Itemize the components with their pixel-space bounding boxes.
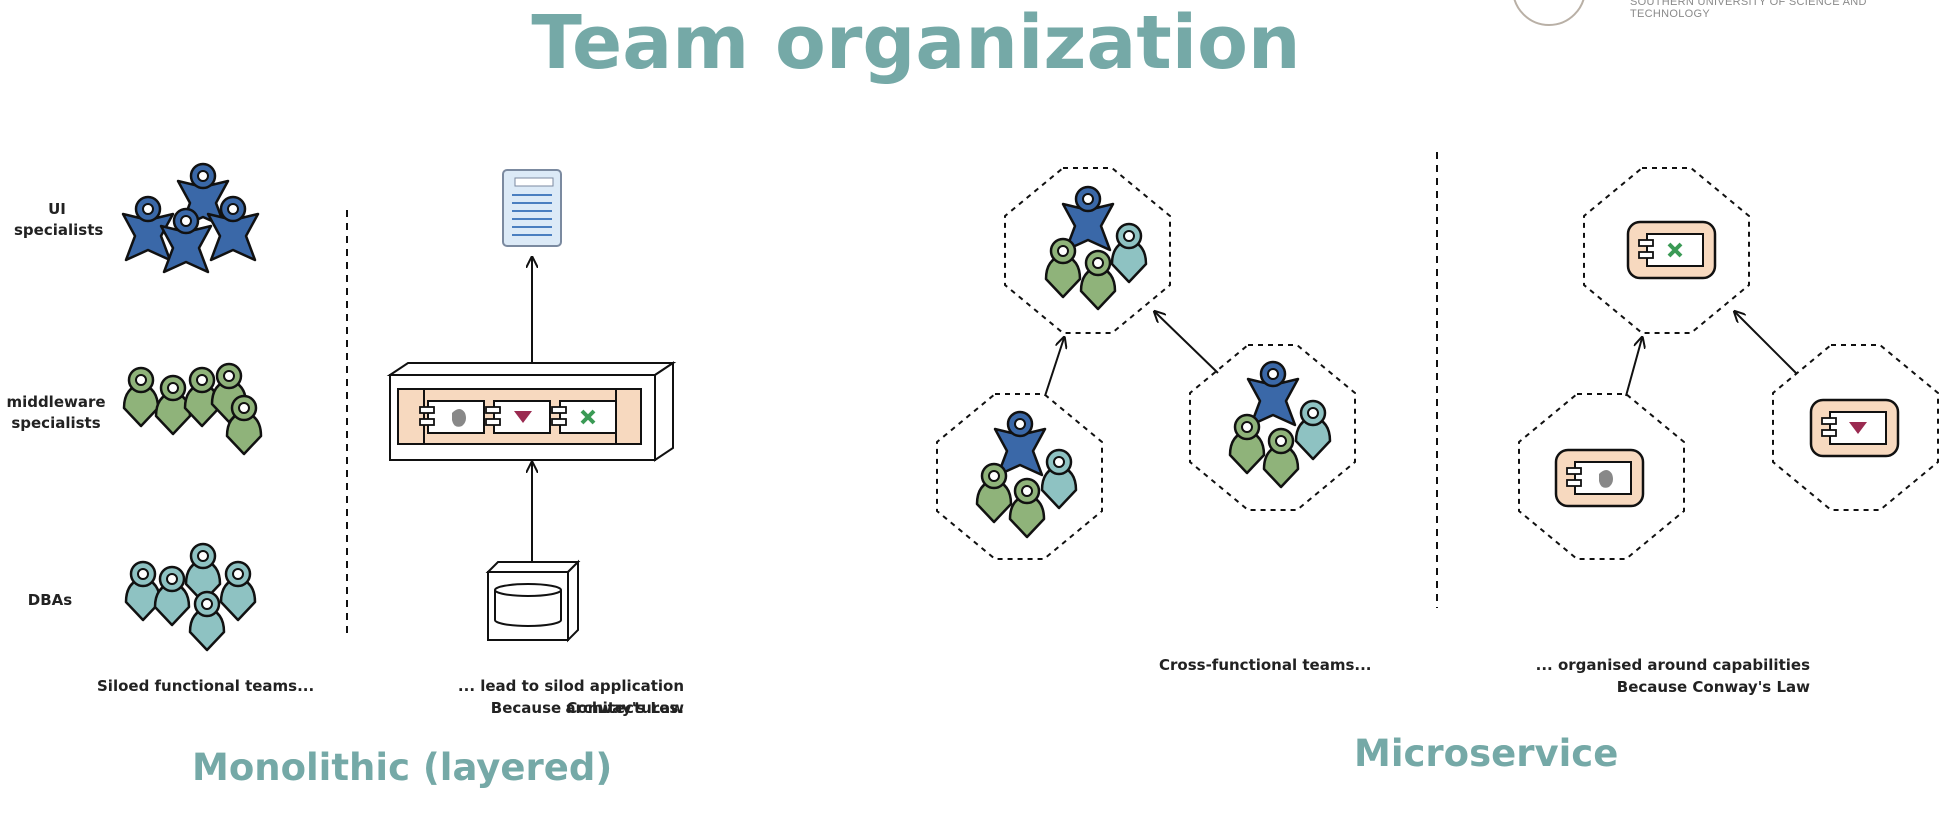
arrow (1625, 338, 1642, 397)
document-icon (502, 169, 562, 247)
group-label-middleware: middleware specialists (6, 393, 106, 432)
capability-octagons (1518, 167, 1939, 560)
caption-conway-law: Because Conway's Law (490, 699, 684, 717)
component-icon (485, 400, 551, 434)
section-monolithic: Monolithic (layered) (192, 746, 613, 789)
section-microservice: Microservice (1354, 732, 1619, 775)
monolith-application (386, 361, 677, 462)
caption-capabilities: ... organised around capabilities (1535, 656, 1810, 674)
university-name: SOUTHERN UNIVERSITY OF SCIENCE AND TECHN… (1630, 0, 1867, 20)
component-icon (551, 400, 617, 434)
caption-cross-functional: Cross-functional teams... (1159, 656, 1372, 674)
team-octagons (936, 167, 1356, 560)
team-1 (1044, 185, 1148, 311)
caption-conway-law-2: Because Conway's Law (1616, 678, 1810, 696)
group-label-dba: DBAs (27, 591, 73, 609)
ui-specialists-group (121, 162, 260, 274)
person-round-icon (153, 565, 191, 627)
middleware-specialists-group (122, 362, 263, 456)
page-title: Team organization (531, 0, 1301, 86)
person-round-icon (124, 560, 162, 622)
capability-1 (1626, 220, 1717, 280)
capability-2 (1554, 448, 1645, 508)
person-round-icon (188, 590, 226, 652)
person-round-icon (219, 560, 257, 622)
capability-3 (1809, 398, 1900, 458)
team-2 (975, 410, 1078, 539)
database-icon (485, 559, 581, 643)
dba-group (124, 542, 257, 652)
team-3 (1228, 360, 1332, 489)
caption-siloed-teams: Siloed functional teams... (97, 677, 315, 695)
arrow (1155, 312, 1219, 374)
arrow (1735, 312, 1797, 374)
component-icon (1638, 233, 1704, 267)
group-label-ui: UI specialists (14, 200, 104, 239)
person-round-icon (122, 366, 160, 428)
person-round-icon (225, 394, 263, 456)
caption-silod-architectures: ... lead to silod application architectu… (457, 677, 684, 717)
arrow (1044, 338, 1064, 397)
